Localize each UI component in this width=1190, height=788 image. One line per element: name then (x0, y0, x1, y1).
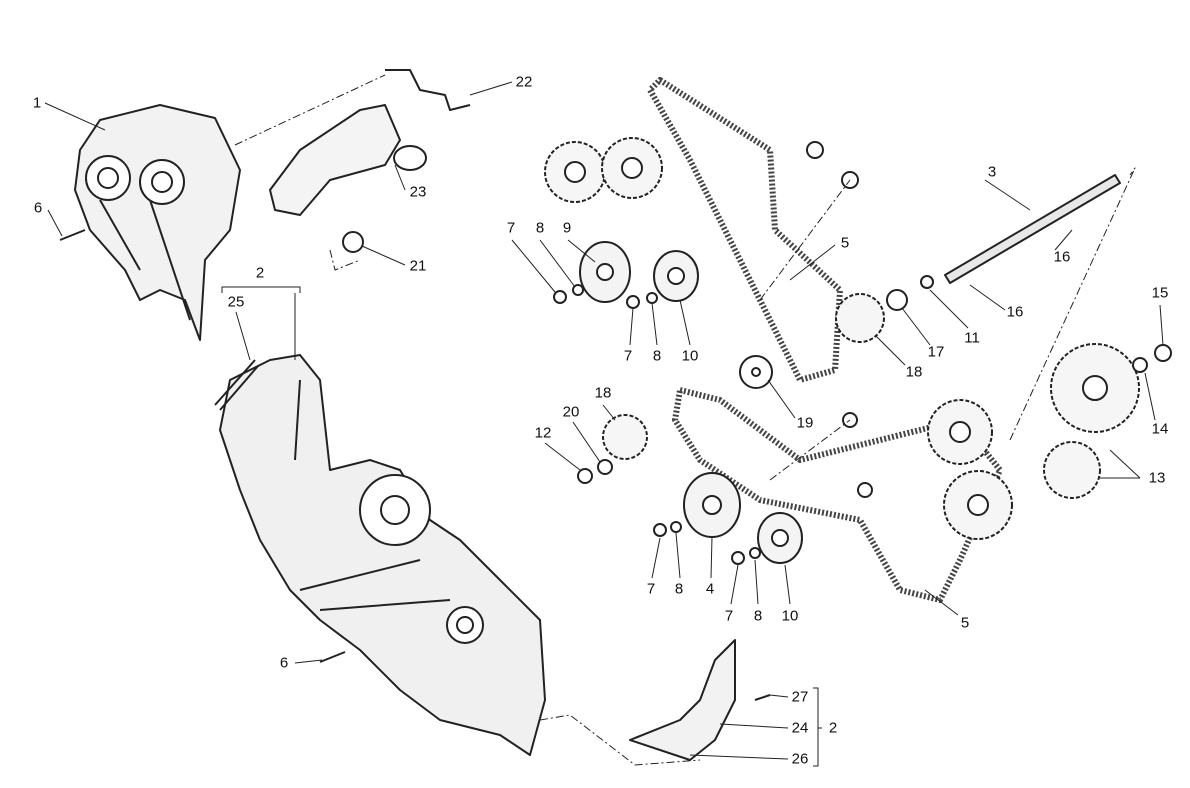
callout-26: 26 (791, 750, 809, 768)
washers-and-nuts (553, 141, 1172, 565)
callout-7: 7 (724, 607, 734, 625)
callout-19: 19 (796, 414, 814, 432)
callout-18: 18 (905, 363, 923, 381)
callout-11: 11 (964, 329, 980, 347)
callout-5: 5 (960, 614, 970, 632)
callout-7: 7 (623, 347, 633, 365)
callout-6: 6 (33, 199, 43, 217)
lower-timing-cover (219, 354, 546, 756)
callout-5: 5 (840, 234, 850, 252)
callout-13: 13 (1148, 469, 1166, 487)
callout-27: 27 (791, 688, 809, 706)
bolts (59, 229, 771, 701)
callout-16: 16 (1006, 303, 1024, 321)
callout-2: 2 (255, 264, 265, 282)
callout-25: 25 (227, 293, 245, 311)
callout-3: 3 (987, 163, 997, 181)
seal-strip (214, 359, 259, 411)
callout-8: 8 (535, 219, 545, 237)
callout-18: 18 (594, 384, 612, 402)
callout-14: 14 (1151, 420, 1169, 438)
callout-23: 23 (409, 183, 427, 201)
callout-22: 22 (515, 73, 533, 91)
camshaft-pulleys (544, 137, 1140, 540)
callout-2-group: 2 (828, 719, 838, 737)
upper-timing-cover (74, 104, 241, 341)
callout-8: 8 (753, 607, 763, 625)
air-duct (269, 104, 427, 216)
hubs (564, 157, 1108, 516)
idler-rollers (579, 241, 803, 564)
timing-belt-lower (672, 387, 1003, 603)
callout-16: 16 (1053, 248, 1071, 266)
clamp (342, 231, 364, 253)
callout-7: 7 (646, 580, 656, 598)
leader-lines (44, 81, 1164, 767)
callout-9: 9 (562, 219, 572, 237)
callout-10: 10 (781, 607, 799, 625)
callout-12: 12 (534, 424, 552, 442)
callout-24: 24 (791, 719, 809, 737)
camshaft-shaft (944, 174, 1121, 284)
callout-6: 6 (279, 654, 289, 672)
callout-17: 17 (927, 343, 945, 361)
callout-4: 4 (705, 580, 715, 598)
callout-7: 7 (506, 219, 516, 237)
callout-15: 15 (1151, 284, 1169, 302)
bracket-part (385, 69, 471, 111)
timing-belt-upper (647, 77, 843, 383)
callout-1: 1 (32, 94, 42, 112)
callout-10: 10 (681, 347, 699, 365)
assembly-lines (234, 74, 1136, 766)
callout-8: 8 (652, 347, 662, 365)
callout-20: 20 (562, 403, 580, 421)
guide-bracket (629, 639, 736, 761)
callout-8: 8 (674, 580, 684, 598)
callout-21: 21 (409, 257, 427, 275)
